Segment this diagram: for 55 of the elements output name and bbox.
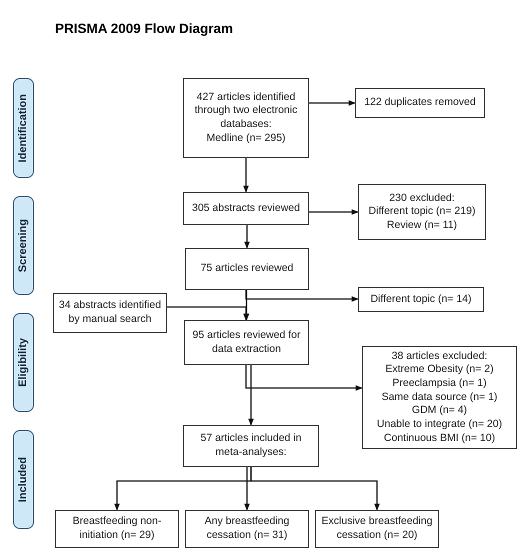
process-box bbox=[183, 78, 309, 158]
diagram-title: PRISMA 2009 Flow Diagram bbox=[55, 21, 234, 36]
box-text: Continuous BMI (n= 10) bbox=[384, 432, 496, 446]
arrow bbox=[250, 467, 380, 511]
arrow bbox=[309, 209, 359, 215]
process-box bbox=[358, 184, 486, 240]
box-text: Unable to integrate (n= 20) bbox=[376, 418, 502, 432]
box-text: Different topic (n= 219) bbox=[368, 205, 476, 219]
phase-label: Included bbox=[16, 456, 30, 502]
box-text: Breastfeeding non-initiation (n= 29) bbox=[72, 515, 162, 543]
phase-band bbox=[13, 78, 34, 178]
process-box bbox=[183, 425, 319, 467]
box-text: Exclusive breastfeeding cessation (n= 20) bbox=[320, 515, 434, 543]
process-box bbox=[183, 192, 309, 225]
process-box bbox=[185, 510, 309, 548]
box-text: 122 duplicates removed bbox=[364, 96, 476, 110]
box-text: 230 excluded: bbox=[389, 192, 455, 206]
box-text: 34 abstracts identified by manual search bbox=[58, 299, 162, 327]
box-text: Same data source (n= 1) bbox=[382, 390, 498, 404]
phase-band bbox=[13, 313, 34, 412]
box-text: 305 abstracts reviewed bbox=[192, 202, 300, 216]
box-text: 427 articles identified through two electronic databases: bbox=[194, 90, 298, 132]
box-text: 75 articles reviewed bbox=[200, 262, 294, 276]
arrow bbox=[244, 290, 250, 321]
phase-band bbox=[13, 430, 34, 529]
arrow bbox=[248, 365, 254, 426]
box-text: Extreme Obesity (n= 2) bbox=[385, 363, 494, 378]
phase-label: Eligibility bbox=[16, 338, 30, 387]
phase-band bbox=[13, 196, 34, 295]
process-box bbox=[185, 248, 309, 290]
process-box bbox=[184, 320, 309, 365]
arrow bbox=[167, 306, 249, 321]
arrow bbox=[243, 158, 249, 193]
process-box bbox=[315, 510, 439, 548]
process-box bbox=[362, 346, 517, 449]
box-text: Medline (n= 295) bbox=[206, 132, 286, 146]
box-text: Review (n= 11) bbox=[386, 218, 458, 232]
box-text: Different topic (n= 14) bbox=[370, 292, 472, 306]
box-text: 57 articles included in meta-analyses: bbox=[200, 432, 302, 460]
process-box bbox=[355, 88, 485, 118]
box-text: 95 articles reviewed for data extraction bbox=[192, 328, 302, 356]
arrow bbox=[245, 290, 359, 302]
process-box bbox=[53, 293, 167, 333]
process-box bbox=[358, 287, 484, 312]
box-text: 38 articles excluded: bbox=[392, 350, 488, 364]
process-box bbox=[55, 510, 179, 548]
arrow bbox=[245, 365, 363, 391]
box-text: Any breastfeeding cessation (n= 31) bbox=[204, 515, 290, 543]
box-text: GDM (n= 4) bbox=[412, 404, 468, 418]
arrow bbox=[244, 467, 250, 511]
arrow bbox=[309, 100, 356, 106]
arrow bbox=[244, 225, 250, 249]
box-text: Preeclampsia (n= 1) bbox=[392, 377, 487, 391]
phase-label: Screening bbox=[16, 218, 30, 272]
phase-label: Identification bbox=[16, 94, 30, 162]
